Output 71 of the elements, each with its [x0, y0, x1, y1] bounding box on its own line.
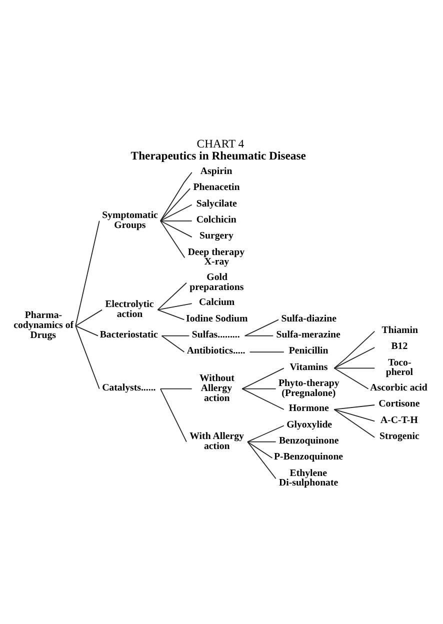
connector: [160, 220, 192, 221]
node-text: Phenacetin: [193, 182, 240, 193]
node-text: Deep therapy X-ray: [188, 246, 245, 268]
connector: [334, 404, 376, 410]
connector: [242, 388, 276, 389]
node-text: A-C-T-H: [380, 414, 418, 426]
connector: [249, 351, 284, 352]
connector: [160, 220, 192, 238]
node-text: With Allergy action: [190, 430, 244, 452]
connector: [247, 424, 284, 442]
connector: [161, 334, 185, 352]
node-text: Iodine Sodium: [186, 312, 248, 324]
connector: [75, 325, 98, 336]
connector: [75, 325, 100, 389]
node-text: Bacteriostatic: [100, 328, 158, 340]
diagram-title: CHART 4: [196, 137, 244, 150]
node-text: Salycilate: [196, 198, 237, 209]
connector: [242, 388, 284, 410]
node-text: Penicillin: [288, 345, 328, 356]
connector: [247, 440, 273, 458]
connector: [334, 330, 376, 368]
node-text: Catalysts......: [102, 382, 156, 393]
node-text: Surgery: [200, 230, 234, 242]
node-text: Sulfa-merazine: [276, 328, 340, 340]
node-text: Hormone: [288, 402, 329, 414]
connector: [157, 308, 185, 320]
connector: [334, 367, 369, 389]
connector: [157, 302, 192, 310]
caption: Therapeutics in Rheumatic Disease: [130, 148, 306, 162]
node-text: Glyoxylide: [286, 418, 332, 430]
node-text: Calcium: [199, 296, 235, 308]
node-text: Thiamin: [382, 324, 418, 336]
node-text: Sulfa-diazine: [281, 312, 337, 324]
connector: [334, 367, 376, 368]
node-text: Vitamins: [290, 361, 328, 372]
node-text: P-Benzoquinone: [274, 451, 344, 462]
node-text: Antibiotics.....: [186, 345, 246, 356]
node-text: Sulfas.........: [192, 328, 240, 340]
connector: [157, 282, 187, 310]
connector: [244, 318, 279, 336]
connector: [75, 220, 100, 326]
node-text: Colchicin: [196, 214, 236, 226]
node-text: Pharma- codynamics of Drugs: [14, 310, 74, 340]
connector: [160, 388, 187, 442]
node-text: Ethylene Di-sulphonate: [278, 467, 338, 488]
connector: [334, 408, 376, 422]
connector: [242, 367, 284, 389]
node-text: Aspirin: [200, 166, 232, 177]
node-text: Benzoquinone: [278, 434, 339, 446]
connector: [334, 346, 376, 368]
node-text: Symptomatic Groups: [102, 210, 158, 230]
node-text: Toco- pherol: [386, 356, 414, 378]
node-text: Electrolytic action: [105, 298, 154, 320]
connector: [247, 440, 276, 479]
node-text: B12: [391, 340, 408, 352]
node-text: Cortisone: [378, 398, 420, 410]
node-text: Without Allergy action: [200, 372, 234, 404]
connector: [244, 334, 274, 336]
connector: [334, 408, 376, 438]
node-text: Phyto-therapy (Pregnalone): [278, 377, 340, 398]
connector: [161, 334, 190, 336]
connector: [160, 388, 192, 389]
connector: [160, 204, 192, 221]
connector: [75, 308, 103, 326]
connector: [160, 220, 186, 258]
node-text: Strogenic: [380, 430, 420, 442]
node-text: Gold preparations: [190, 271, 244, 292]
connector: [160, 171, 192, 221]
connector: [160, 188, 191, 221]
node-text: Ascorbic acid: [370, 382, 428, 393]
connector: [247, 440, 276, 442]
